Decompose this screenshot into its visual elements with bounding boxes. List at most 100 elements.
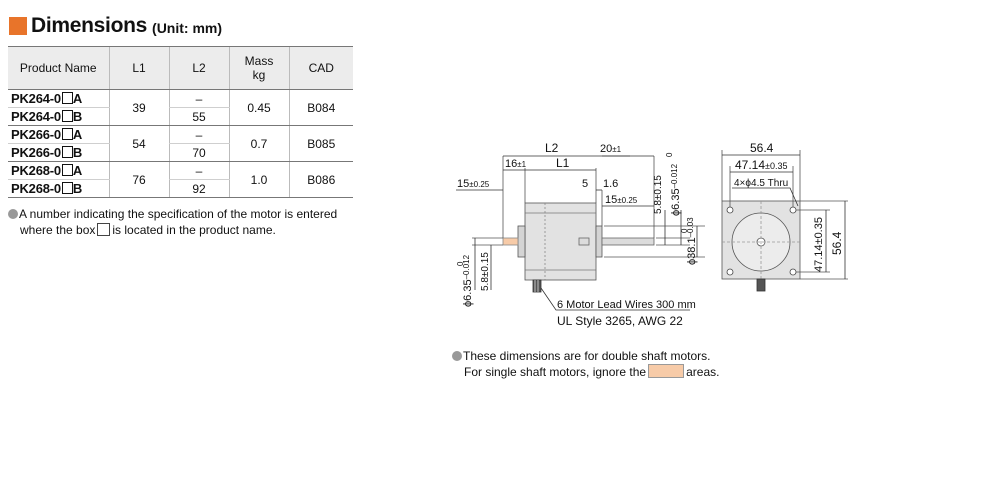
double-note-line2b: areas. [686, 365, 720, 379]
front-view-labels: 56.4 47.14±0.35 4×ϕ4.5 Thru 47.14±0.35 5… [734, 141, 844, 272]
product-name: PK268-0 B [8, 179, 109, 198]
product-name-prefix: PK264-0 [11, 91, 61, 106]
label-16b: 1.6 [603, 178, 618, 190]
label-15-left-val: 15 [457, 178, 469, 190]
col-header-mass-unit: kg [252, 68, 266, 82]
label-15-left-tol: ±0.25 [469, 180, 490, 189]
table-row: PK266-0 B 70 [8, 143, 353, 162]
label-4714-top-val: 47.14 [735, 158, 765, 172]
product-name: PK264-0 A [8, 89, 109, 108]
spec-box-icon [97, 223, 111, 236]
spec-note-line2b: is located in the product name. [112, 223, 276, 237]
double-note-line2a: For single shaft motors, ignore the [464, 365, 647, 379]
highlight-swatch [648, 364, 685, 378]
l2-value: 70 [168, 143, 229, 162]
col-header-l2: L2 [168, 46, 229, 90]
cad-value: B084 [288, 89, 353, 126]
title-square-icon [9, 17, 27, 35]
product-suffix: A [72, 163, 83, 178]
lead-wire-bundle [532, 279, 542, 293]
mount-hole [789, 206, 797, 214]
title-text: Dimensions [31, 14, 148, 37]
l1-value: 54 [108, 125, 169, 162]
mount-hole [726, 206, 734, 214]
product-suffix: B [72, 181, 83, 196]
label-381-zero: 0 [680, 228, 689, 233]
label-635-left-val: ϕ6.35 [462, 279, 474, 307]
mass-value: 0.7 [228, 125, 289, 162]
label-16-tol: ±1 [517, 160, 526, 169]
section-title: Dimensions (Unit: mm) [9, 13, 222, 37]
spec-note-line2a: where the box [20, 223, 96, 237]
bullet-icon [8, 209, 18, 219]
label-635-right-val: ϕ6.35 [670, 188, 682, 216]
label-58-left: 5.8±0.15 [480, 252, 491, 291]
product-suffix: B [72, 145, 83, 160]
l2-value: 92 [168, 179, 229, 198]
side-view [456, 155, 705, 311]
l2-value: 55 [168, 107, 229, 126]
rear-boss [517, 225, 526, 258]
cad-value: B085 [288, 125, 353, 162]
product-name-prefix: PK266-0 [11, 145, 61, 160]
spec-box-icon [61, 182, 73, 194]
product-name-prefix: PK268-0 [11, 163, 61, 178]
mass-value: 0.45 [228, 89, 289, 126]
label-635-left-zero: 0 [456, 261, 465, 266]
label-4714-side: 47.14±0.35 [813, 217, 825, 272]
label-381-tol: –0.03 [686, 217, 695, 238]
spec-box-icon [61, 92, 73, 104]
front-view [721, 150, 848, 292]
spec-box-icon [61, 128, 73, 140]
product-suffix: A [72, 91, 83, 106]
product-name-prefix: PK266-0 [11, 127, 61, 142]
col-header-mass-label: Mass [244, 54, 274, 68]
l2-value: – [168, 125, 229, 144]
l1-value: 39 [108, 89, 169, 126]
label-15-right-val: 15 [605, 194, 617, 206]
table-row: PK268-0 B 92 [8, 179, 353, 198]
shaft-collar [578, 237, 590, 246]
col-header-product: Product Name [8, 46, 109, 90]
label-15-right: 15±0.25 [605, 194, 638, 206]
front-boss [595, 225, 603, 258]
label-564-top: 56.4 [750, 141, 774, 155]
spec-note-line1: A number indicating the specification of… [19, 207, 338, 221]
label-15-right-tol: ±0.25 [617, 196, 638, 205]
label-20-tol: ±1 [612, 145, 621, 154]
mount-hole [789, 268, 797, 276]
label-635-right: ϕ6.35–0.012 [670, 163, 682, 216]
product-name: PK268-0 A [8, 161, 109, 180]
spec-box-icon [61, 110, 73, 122]
label-635-left: ϕ6.35–0.012 [462, 254, 474, 307]
col-header-l1: L1 [108, 46, 169, 90]
label-564-side: 56.4 [830, 231, 844, 255]
label-20: 20±1 [600, 143, 622, 155]
product-name-prefix: PK268-0 [11, 181, 61, 196]
spec-box-icon [61, 164, 73, 176]
label-15-left: 15±0.25 [457, 178, 490, 190]
product-name-prefix: PK264-0 [11, 109, 61, 124]
label-635-left-tol: –0.012 [462, 254, 471, 279]
bullet-icon [452, 351, 462, 361]
l2-value: – [168, 161, 229, 180]
lead-wire-bundle [756, 278, 766, 292]
col-header-cad: CAD [288, 46, 353, 90]
spec-note: A number indicating the specification of… [8, 206, 337, 238]
label-20-val: 20 [600, 143, 612, 155]
mount-hole [726, 268, 734, 276]
lead-line1: 6 Motor Lead Wires 300 mm [557, 299, 696, 311]
rear-shaft [502, 237, 519, 246]
mass-value: 1.0 [228, 161, 289, 198]
double-shaft-note: These dimensions are for double shaft mo… [452, 348, 719, 380]
